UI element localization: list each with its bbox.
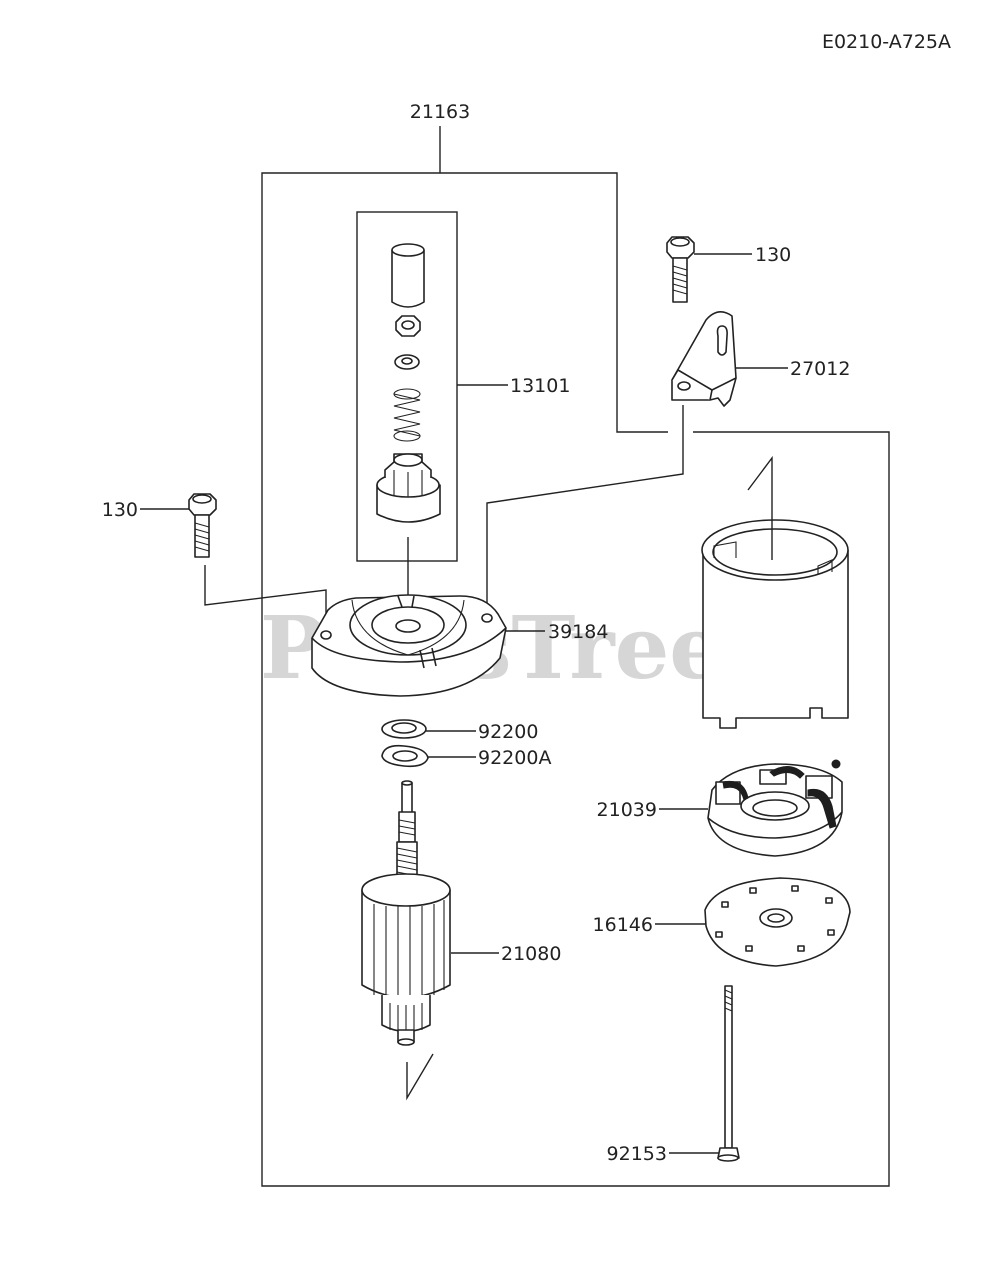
pinion-nut [395, 315, 421, 337]
pinion-spring [393, 388, 421, 442]
callout-130-left[interactable]: 130 [102, 499, 138, 521]
callout-21080[interactable]: 21080 [501, 943, 561, 965]
bracket [671, 311, 737, 407]
armature-axis-line [406, 1053, 434, 1101]
callout-21163[interactable]: 21163 [410, 101, 470, 123]
pinion-set-box [356, 211, 458, 562]
yoke-housing [701, 519, 849, 729]
callout-130-top[interactable]: 130 [755, 244, 791, 266]
plate [704, 877, 851, 967]
callout-92200[interactable]: 92200 [478, 721, 538, 743]
washer-92200 [381, 719, 427, 739]
bolt-top [666, 236, 695, 303]
assembly-frame [261, 126, 890, 1187]
washer-92200a [381, 744, 429, 768]
callout-13101[interactable]: 13101 [510, 375, 570, 397]
diagram-id: E0210-A725A [822, 31, 951, 53]
bolt-left [188, 493, 217, 558]
pinion-gear [376, 453, 441, 523]
callout-27012[interactable]: 27012 [790, 358, 850, 380]
brush-holder [707, 759, 843, 857]
pinion-stop-collar [391, 243, 425, 308]
yoke-axis-line [747, 455, 773, 560]
callout-16146[interactable]: 16146 [593, 914, 653, 936]
end-cover [311, 594, 507, 697]
callout-21039[interactable]: 21039 [597, 799, 657, 821]
callout-39184[interactable]: 39184 [548, 621, 608, 643]
bracket-to-cover-line [486, 405, 684, 616]
pinion-washer [394, 354, 420, 370]
callout-92200a[interactable]: 92200A [478, 747, 551, 769]
armature [361, 780, 451, 1046]
callout-92153[interactable]: 92153 [607, 1143, 667, 1165]
through-bolt [717, 985, 740, 1162]
